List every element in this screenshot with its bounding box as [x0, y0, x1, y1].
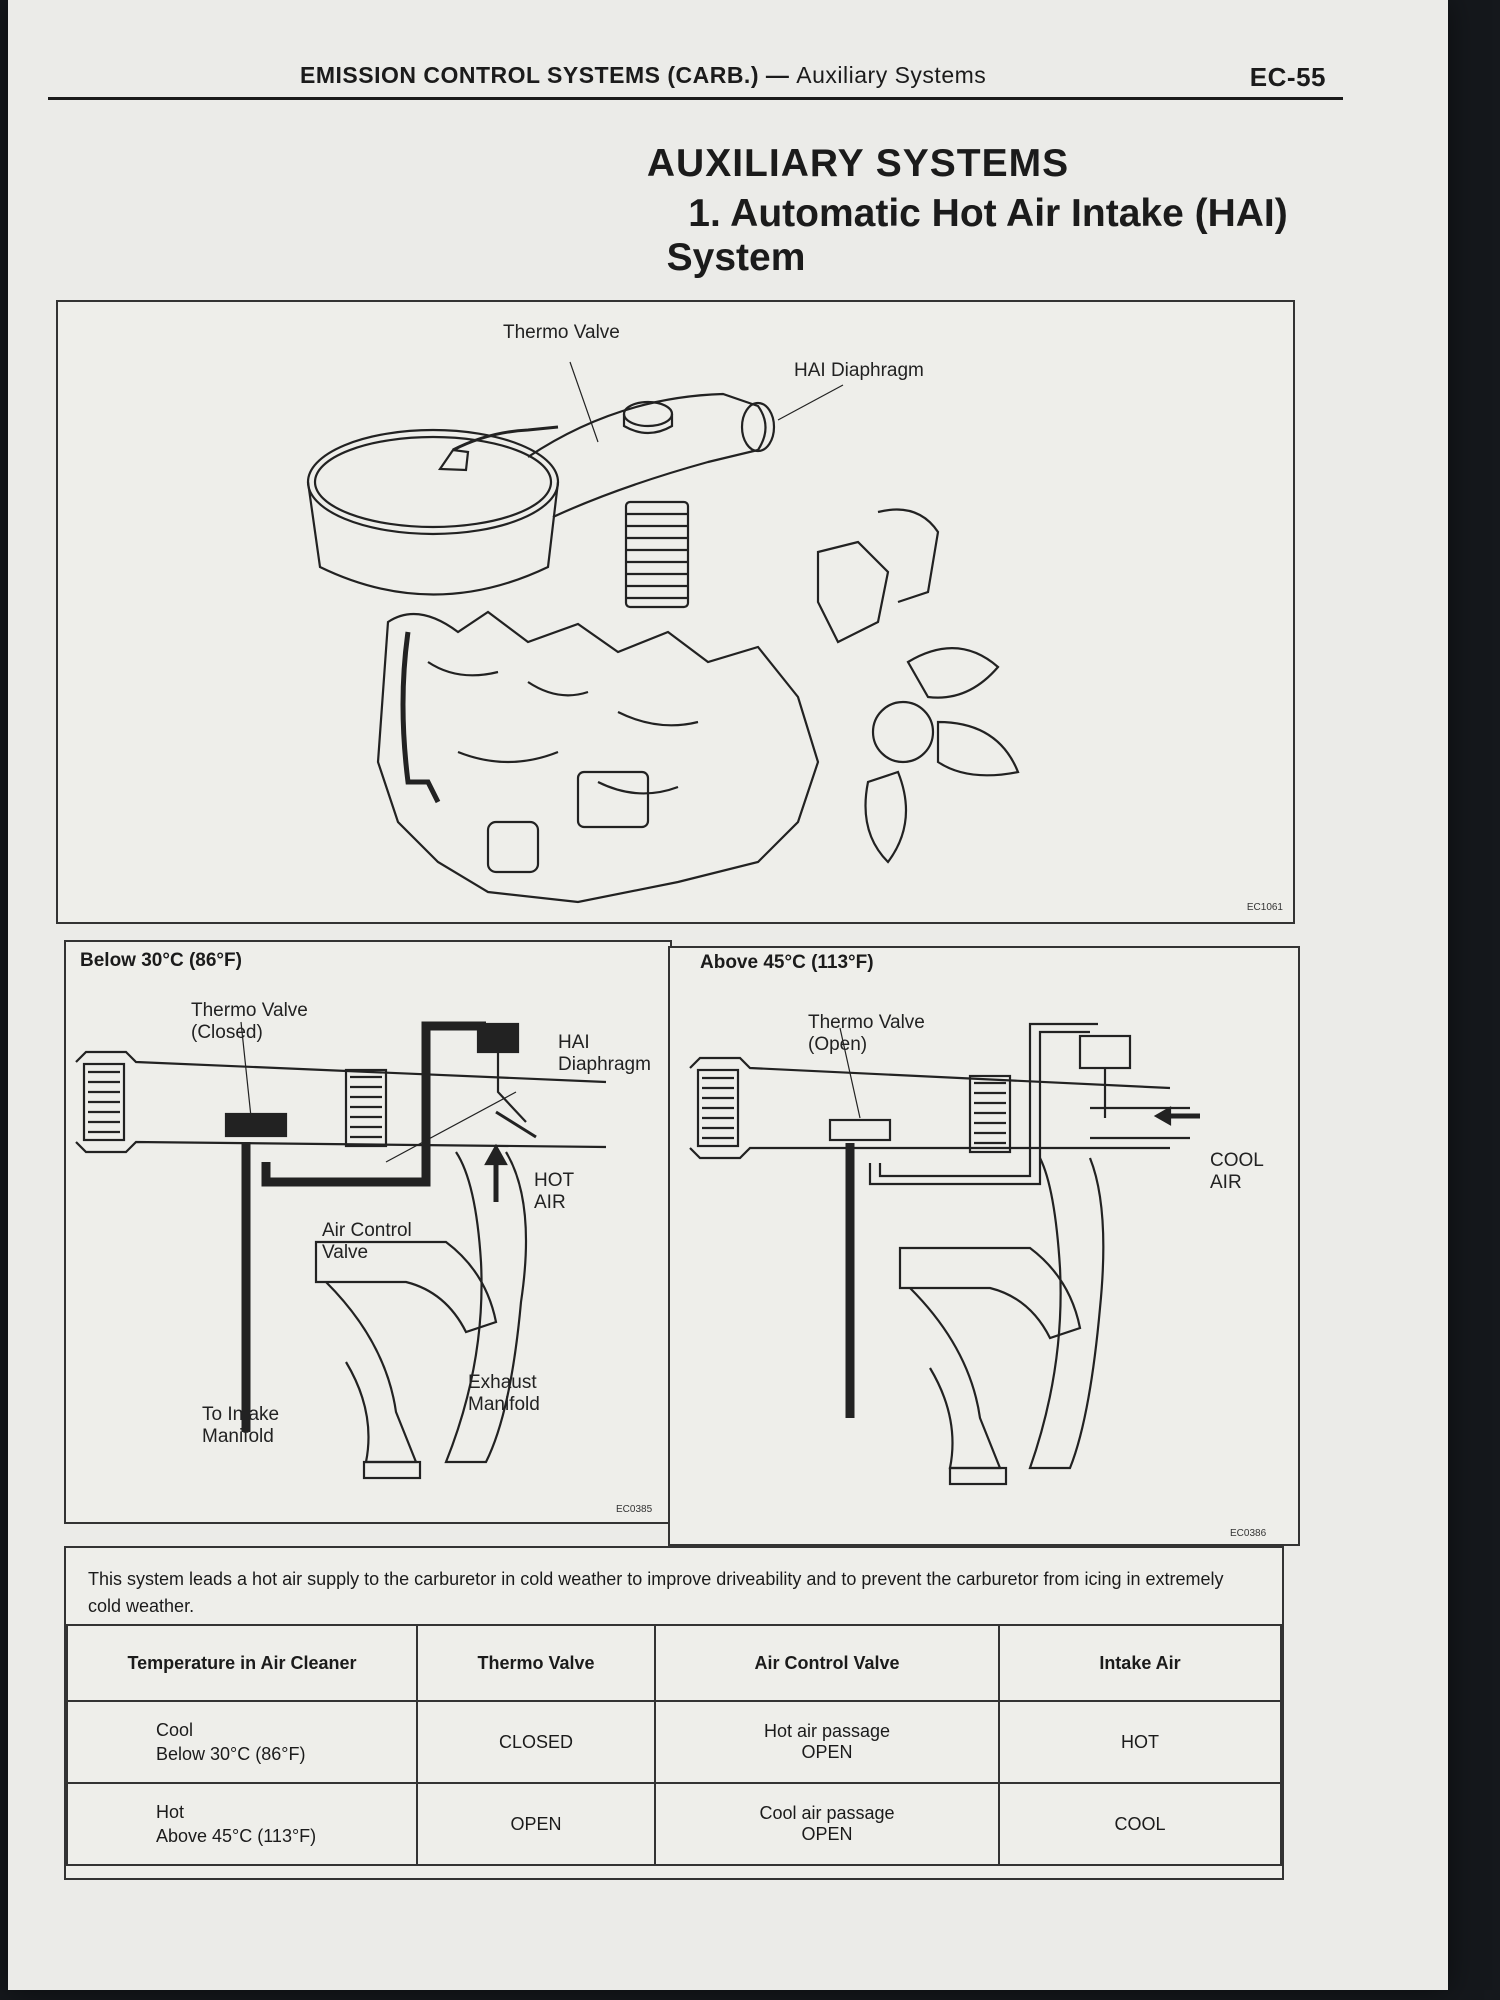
cold-schematic — [75, 1021, 607, 1480]
col-temperature: Temperature in Air Cleaner — [66, 1624, 418, 1702]
label-cold-thermo-state: (Closed) — [191, 1022, 263, 1043]
label-exhaust: Exhaust — [468, 1372, 537, 1393]
temp-range: Below 30°C (86°F) — [156, 1744, 306, 1764]
acv-passage: Cool air passage — [759, 1803, 895, 1823]
label-acv: Air Control — [322, 1220, 412, 1241]
hot-diagram: Above 45°C (113°F) Thermo Valve (Open) C… — [668, 946, 1300, 1546]
temp-cell: Hot Above 45°C (113°F) — [66, 1782, 418, 1866]
page-title: AUXILIARY SYSTEMS — [646, 142, 1070, 185]
page-number: EC-55 — [1249, 62, 1326, 92]
acv-cell: Cool air passage OPEN — [654, 1782, 1000, 1866]
page-header: EMISSION CONTROL SYSTEMS (CARB.) — Auxil… — [48, 62, 1348, 92]
temp-state: Hot — [156, 1802, 185, 1822]
cold-code: EC0385 — [616, 1504, 653, 1515]
header-dash: — — [765, 62, 790, 88]
label-hot-thermo: Thermo Valve — [808, 1012, 925, 1033]
label-hot-air: AIR — [534, 1192, 566, 1213]
table-row: Hot Above 45°C (113°F) OPEN Cool air pas… — [66, 1782, 1282, 1866]
col-thermo-valve: Thermo Valve — [416, 1624, 656, 1702]
label-exhaust-2: Manifold — [468, 1394, 540, 1415]
label-cool-air: AIR — [1210, 1172, 1242, 1193]
figure-code: EC1061 — [1246, 902, 1283, 913]
col-intake-air: Intake Air — [998, 1624, 1282, 1702]
thermo-cell: OPEN — [416, 1782, 656, 1866]
label-hai-diaphragm: HAI Diaphragm — [794, 360, 924, 381]
engine-illustration: Thermo Valve HAI Diaphragm EC1061 — [56, 300, 1295, 924]
header-rule — [48, 97, 1343, 100]
label-acv-2: Valve — [322, 1242, 369, 1263]
intake-cell: COOL — [998, 1782, 1282, 1866]
temp-cell: Cool Below 30°C (86°F) — [66, 1700, 418, 1784]
cold-heading: Below 30°C (86°F) — [80, 950, 242, 971]
description-text: This system leads a hot air supply to th… — [88, 1569, 1224, 1616]
table-row: Cool Below 30°C (86°F) CLOSED Hot air pa… — [66, 1700, 1282, 1784]
manual-page: EMISSION CONTROL SYSTEMS (CARB.) — Auxil… — [8, 0, 1448, 1990]
label-cold-thermo: Thermo Valve — [191, 1000, 308, 1021]
acv-passage: Hot air passage — [763, 1721, 891, 1741]
hot-heading: Above 45°C (113°F) — [700, 952, 874, 973]
temp-range: Above 45°C (113°F) — [156, 1826, 317, 1846]
engine-drawing — [306, 361, 1020, 904]
cold-diagram: Below 30°C (86°F) Thermo Valve (Closed) … — [64, 940, 672, 1524]
label-hot: HOT — [534, 1170, 575, 1191]
operation-table: Temperature in Air Cleaner Thermo Valve … — [66, 1624, 1282, 1866]
label-cold-hai-2: Diaphragm — [558, 1054, 651, 1075]
hot-code: EC0386 — [1230, 1528, 1267, 1539]
header-subsection: Auxiliary Systems — [796, 62, 987, 88]
label-hot-thermo-state: (Open) — [808, 1034, 868, 1055]
acv-state: OPEN — [801, 1742, 853, 1762]
col-air-control-valve: Air Control Valve — [654, 1624, 1000, 1702]
label-cool: COOL — [1210, 1150, 1264, 1171]
label-intake: To Intake — [202, 1404, 280, 1425]
description-box: This system leads a hot air supply to th… — [64, 1546, 1284, 1880]
label-cold-hai: HAI — [558, 1032, 590, 1053]
header-section: EMISSION CONTROL SYSTEMS (CARB.) — [300, 62, 759, 88]
temp-state: Cool — [156, 1720, 194, 1740]
label-thermo-valve: Thermo Valve — [503, 322, 620, 343]
thermo-cell: CLOSED — [416, 1700, 656, 1784]
table-header-row: Temperature in Air Cleaner Thermo Valve … — [66, 1624, 1282, 1702]
intake-cell: HOT — [998, 1700, 1282, 1784]
acv-cell: Hot air passage OPEN — [654, 1700, 1000, 1784]
label-intake-2: Manifold — [202, 1426, 274, 1447]
section-title: 1. Automatic Hot Air Intake (HAI) — [688, 192, 1288, 235]
section-title-cont: System — [666, 236, 806, 279]
hot-schematic — [689, 1022, 1200, 1486]
acv-state: OPEN — [801, 1824, 853, 1844]
